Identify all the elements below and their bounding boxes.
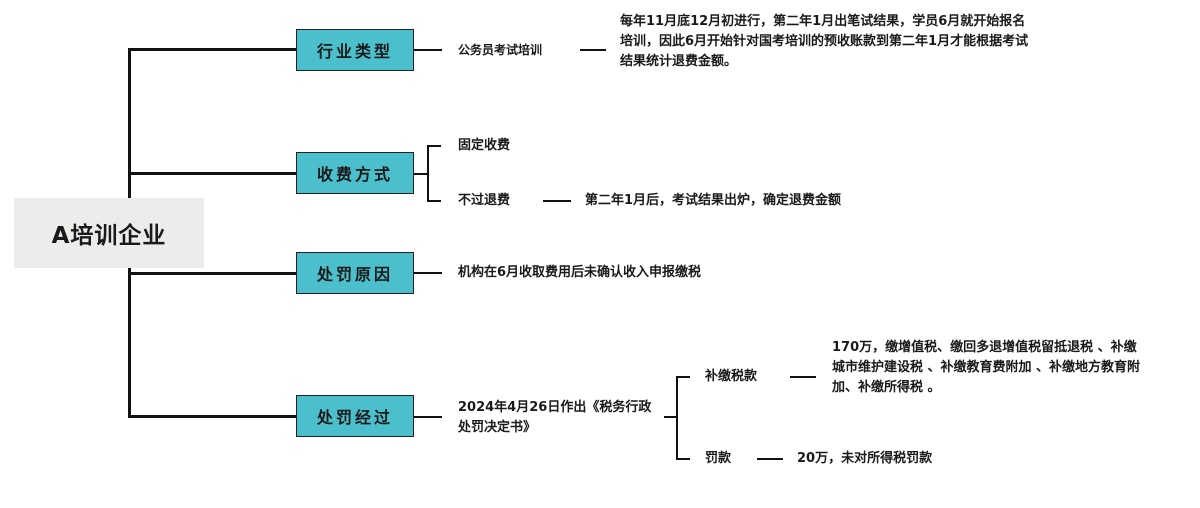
cat2-bracket-top <box>427 145 441 147</box>
cat4-sub1-dash <box>790 376 816 378</box>
sub-fine-label: 罚款 <box>705 451 732 466</box>
branch-line-1 <box>128 48 296 51</box>
root-label: A培训企业 <box>51 223 167 249</box>
sub-back-tax-detail: 170万，缴增值税、缴回多退增值税留抵退税 、补缴城市维护建设税 、补缴教育费附… <box>832 340 1141 395</box>
cat4-to-item-line <box>414 416 442 418</box>
category-label: 处罚原因 <box>316 265 393 284</box>
cat4-item-stub-line <box>664 416 677 418</box>
sub-back-tax-label: 补缴税款 <box>705 369 758 384</box>
penalty-decision-text: 2024年4月26日作出《税务行政处罚决定书》 <box>458 400 652 435</box>
penalty-reason-text: 机构在6月收取费用后未确认收入申报缴税 <box>458 265 702 280</box>
cat2-refund-dash <box>543 200 571 202</box>
category-penalty-reason: 处罚原因 <box>296 252 414 294</box>
category-fee-method: 收费方式 <box>296 152 414 194</box>
fee-item-refund: 不过退费 <box>458 193 511 208</box>
cat4-sub2-dash <box>757 458 783 460</box>
fee-refund-detail: 第二年1月后，考试结果出炉，确定退费金额 <box>585 193 842 208</box>
cat4-bracket-vertical <box>676 376 678 460</box>
cat4-bracket-top <box>676 376 690 378</box>
branch-line-4 <box>128 415 296 418</box>
root-node: A培训企业 <box>14 198 204 268</box>
category-penalty-process: 处罚经过 <box>296 395 414 437</box>
branch-line-2 <box>128 172 296 175</box>
cat1-to-item-line <box>414 49 442 51</box>
cat2-bracket-bottom <box>427 200 441 202</box>
sub-fine-detail: 20万，未对所得税罚款 <box>797 451 933 466</box>
fee-item-fixed: 固定收费 <box>458 138 511 153</box>
industry-item: 公务员考试培训 <box>458 43 543 57</box>
cat3-to-item-line <box>414 272 442 274</box>
industry-detail: 每年11月底12月初进行，第二年1月出笔试结果，学员6月就开始报名培训，因此6月… <box>620 14 1029 69</box>
trunk-line-bottom <box>128 268 131 417</box>
category-label: 收费方式 <box>316 165 393 184</box>
trunk-line-top <box>128 49 131 199</box>
cat4-bracket-bottom <box>676 458 690 460</box>
category-label: 处罚经过 <box>316 408 393 427</box>
cat2-stub-line <box>414 173 428 175</box>
category-label: 行业类型 <box>316 42 393 61</box>
cat1-item-to-detail-line <box>580 49 606 51</box>
cat2-bracket-vertical <box>427 145 429 202</box>
category-industry-type: 行业类型 <box>296 29 414 71</box>
branch-line-3 <box>128 272 296 275</box>
